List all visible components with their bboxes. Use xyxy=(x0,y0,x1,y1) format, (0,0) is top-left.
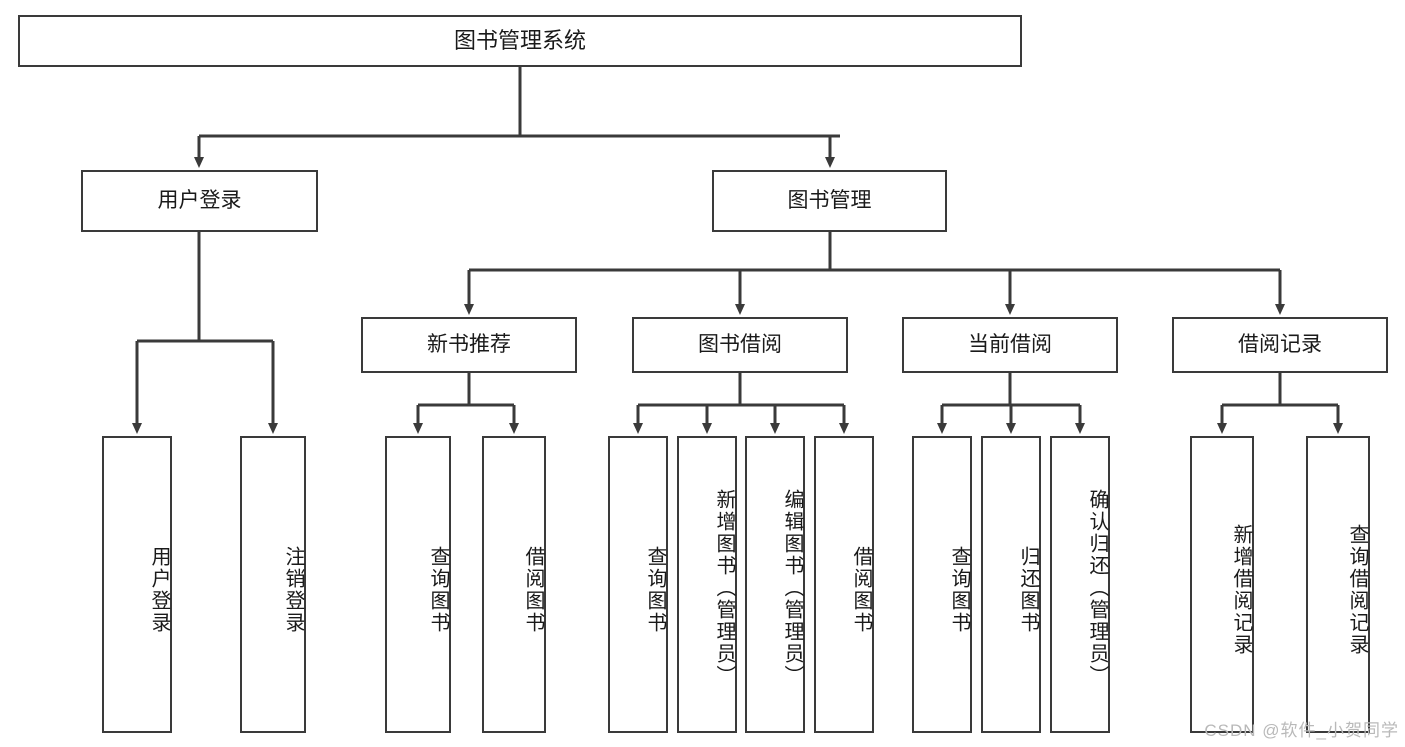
leaf-user-login[interactable]: 用户登录 xyxy=(102,436,172,733)
node-book-borrowing[interactable]: 图书借阅 xyxy=(632,317,848,373)
leaf-user-logout[interactable]: 注销登录 xyxy=(240,436,306,733)
leaf-confirm-return-admin[interactable]: 确认归还（管理员） xyxy=(1050,436,1110,733)
leaf-add-borrow-record[interactable]: 新增借阅记录 xyxy=(1190,436,1254,733)
leaf-query-books-borrowing[interactable]: 查询图书 xyxy=(608,436,668,733)
leaf-borrow-books-recommend[interactable]: 借阅图书 xyxy=(482,436,546,733)
node-root-system[interactable]: 图书管理系统 xyxy=(18,15,1022,67)
leaf-edit-book-admin[interactable]: 编辑图书（管理员） xyxy=(745,436,805,733)
leaf-query-books-recommend[interactable]: 查询图书 xyxy=(385,436,451,733)
leaf-return-books[interactable]: 归还图书 xyxy=(981,436,1041,733)
leaf-add-book-admin[interactable]: 新增图书（管理员） xyxy=(677,436,737,733)
csdn-watermark: CSDN @软件_小贺同学 xyxy=(1204,721,1399,740)
node-current-borrowing[interactable]: 当前借阅 xyxy=(902,317,1118,373)
node-borrowing-records[interactable]: 借阅记录 xyxy=(1172,317,1388,373)
node-book-management[interactable]: 图书管理 xyxy=(712,170,947,232)
node-user-login[interactable]: 用户登录 xyxy=(81,170,318,232)
node-new-book-recommendation[interactable]: 新书推荐 xyxy=(361,317,577,373)
leaf-borrow-books-borrowing[interactable]: 借阅图书 xyxy=(814,436,874,733)
leaf-query-books-current[interactable]: 查询图书 xyxy=(912,436,972,733)
leaf-query-borrow-record[interactable]: 查询借阅记录 xyxy=(1306,436,1370,733)
